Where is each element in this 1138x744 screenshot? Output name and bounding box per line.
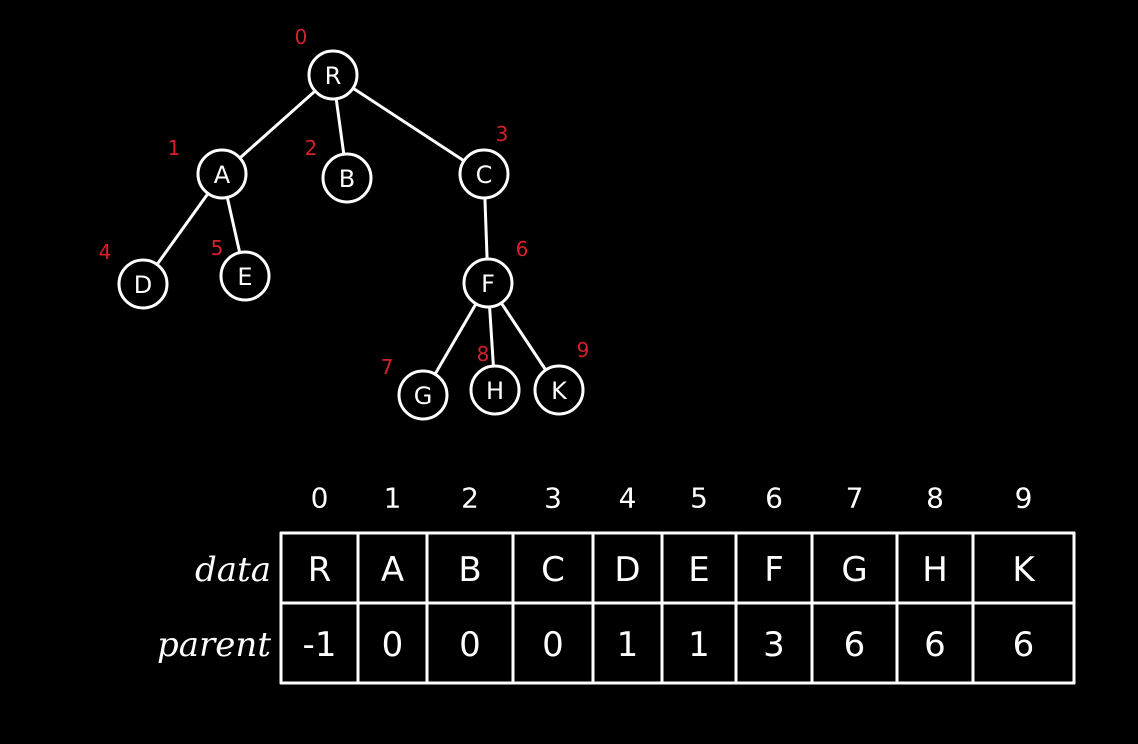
column-index-label: 0 — [311, 482, 329, 515]
table-cell-parent-1: 0 — [382, 625, 404, 665]
tree-node-a: A1 — [168, 136, 248, 200]
column-index-label: 6 — [765, 482, 783, 515]
row-label-data: data — [195, 550, 271, 590]
row-label-parent: parent — [157, 625, 271, 665]
tree-node-r: R0 — [295, 25, 359, 101]
table-cell-data-6: F — [764, 550, 784, 590]
node-label-k: K — [551, 377, 568, 405]
tree-node-g: G7 — [381, 355, 449, 421]
node-label-c: C — [476, 161, 493, 189]
table-cell-parent-2: 0 — [459, 625, 481, 665]
table-cell-parent-9: 6 — [1013, 625, 1035, 665]
node-circle-r — [307, 49, 359, 101]
edge-r-b — [334, 97, 346, 156]
table-cell-data-7: G — [841, 550, 867, 590]
tree-edges — [155, 86, 548, 376]
node-index-c: 3 — [496, 122, 509, 146]
tree-node-b: B2 — [305, 136, 373, 204]
node-index-e: 5 — [211, 236, 224, 260]
node-index-g: 7 — [381, 355, 394, 379]
table-cell-data-5: E — [688, 550, 709, 590]
node-label-r: R — [325, 62, 342, 90]
table-cell-parent-5: 1 — [688, 625, 710, 665]
column-index-label: 5 — [690, 482, 708, 515]
column-index-label: 7 — [846, 482, 864, 515]
edge-c-f — [483, 196, 489, 261]
node-index-d: 4 — [99, 240, 112, 264]
node-label-g: G — [414, 382, 433, 410]
tree-node-d: D4 — [99, 240, 169, 310]
column-index-label: 9 — [1015, 482, 1033, 515]
table-cell-data-3: C — [541, 550, 565, 590]
node-label-d: D — [134, 271, 152, 299]
node-circle-b — [321, 152, 373, 204]
edge-f-g — [433, 302, 478, 376]
node-circle-f — [462, 257, 514, 309]
node-index-h: 8 — [477, 342, 490, 366]
table-cell-data-9: K — [1012, 550, 1036, 590]
node-index-b: 2 — [305, 136, 318, 160]
edge-r-c — [351, 86, 466, 163]
table-cell-parent-3: 0 — [542, 625, 564, 665]
column-index-label: 3 — [544, 482, 562, 515]
node-label-b: B — [339, 165, 355, 193]
column-index-label: 2 — [461, 482, 479, 515]
table-cell-data-2: B — [458, 550, 481, 590]
tree-node-k: K9 — [533, 338, 590, 416]
node-index-a: 1 — [168, 136, 181, 160]
edge-r-a — [238, 89, 317, 160]
table-cell-parent-0: -1 — [303, 625, 337, 665]
node-circle-d — [117, 258, 169, 310]
table-cell-data-1: A — [381, 550, 404, 590]
table-cell-parent-8: 6 — [924, 625, 946, 665]
edge-a-d — [155, 192, 210, 266]
node-index-f: 6 — [516, 237, 529, 261]
node-label-a: A — [214, 161, 231, 189]
node-index-r: 0 — [295, 25, 308, 49]
tree-node-h: H8 — [469, 342, 521, 416]
edge-a-e — [225, 195, 242, 255]
node-circle-e — [219, 250, 271, 302]
column-index-label: 8 — [926, 482, 944, 515]
tree-node-e: E5 — [211, 236, 271, 302]
node-circle-k — [533, 364, 585, 416]
node-circle-g — [397, 369, 449, 421]
node-circle-a — [196, 148, 248, 200]
node-index-k: 9 — [577, 338, 590, 362]
node-label-h: H — [486, 377, 504, 405]
node-label-e: E — [237, 263, 252, 291]
tree-node-c: C3 — [458, 122, 510, 200]
table-cell-parent-6: 3 — [763, 625, 785, 665]
node-circle-c — [458, 148, 510, 200]
table-cell-parent-7: 6 — [844, 625, 866, 665]
edge-f-h — [488, 305, 495, 368]
node-circle-h — [469, 364, 521, 416]
table-cell-parent-4: 1 — [617, 625, 639, 665]
node-label-f: F — [481, 270, 495, 298]
column-index-label: 1 — [384, 482, 402, 515]
edge-f-k — [499, 301, 548, 372]
table-cell-data-4: D — [614, 550, 640, 590]
tree-node-f: F6 — [462, 237, 529, 309]
table-cell-data-0: R — [308, 550, 332, 590]
table-cell-data-8: H — [922, 550, 948, 590]
column-index-label: 4 — [619, 482, 637, 515]
